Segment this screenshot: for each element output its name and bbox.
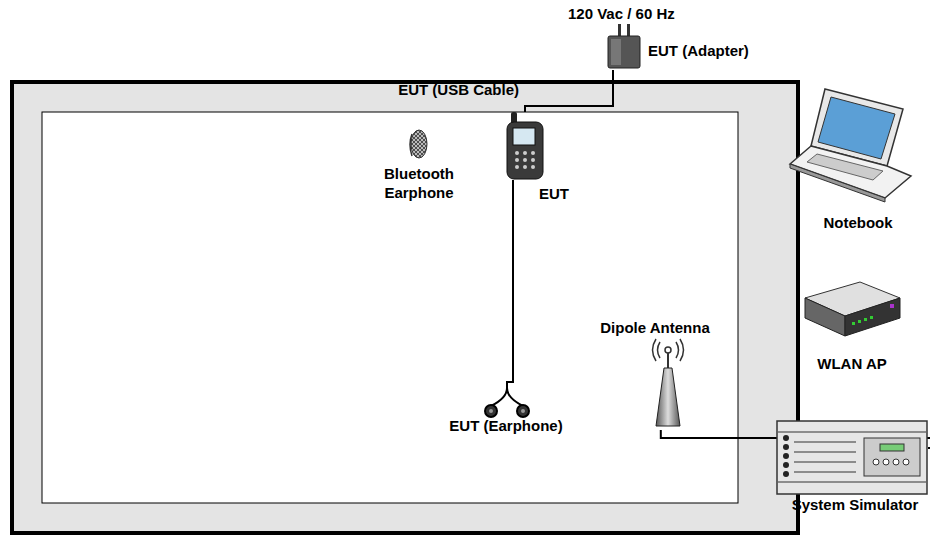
wired-earphone-icon [481,388,533,418]
device-label: Bluetooth Earphone [373,164,465,202]
device-label: Notebook [823,213,892,232]
notebook-computer: Notebook [785,84,915,204]
wired-earphone: EUT (Earphone) [481,388,533,418]
dipole-antenna-icon [650,338,686,430]
power-adapter-icon [605,24,643,70]
device-label: WLAN AP [817,354,886,373]
cable [525,70,613,112]
notebook-computer-icon [785,84,915,204]
device-label: EUT [539,184,569,203]
wlan-access-point-icon [800,278,905,340]
system-simulator: System Simulator [776,420,928,495]
dipole-antenna: Dipole Antenna [650,338,686,430]
system-simulator-icon [776,420,928,495]
power-source-label: 120 Vac / 60 Hz [568,4,675,23]
power-adapter: EUT (Adapter) [605,24,643,70]
mobile-phone-icon [505,112,545,180]
device-label: EUT (Adapter) [648,41,749,60]
mobile-phone: EUT [505,112,545,180]
cable [507,180,513,388]
bluetooth-earphone: Bluetooth Earphone [408,128,430,160]
device-label: Dipole Antenna [600,318,709,337]
bluetooth-earphone-icon [408,128,430,160]
wlan-access-point: WLAN AP [800,278,905,340]
chamber-wall [12,82,798,533]
device-label: System Simulator [792,495,919,514]
cable-label: EUT (USB Cable) [398,80,519,99]
device-label: EUT (Earphone) [449,416,562,435]
chamber-floor [42,112,738,503]
